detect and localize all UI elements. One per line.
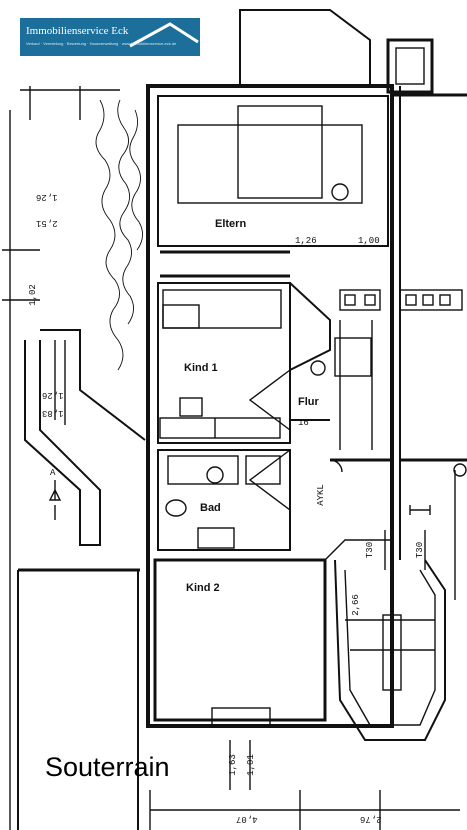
direction-label: A [50, 468, 56, 478]
dimension-label: 16 [298, 418, 309, 428]
eltern-room [157, 95, 389, 247]
room-label-kind1: Kind 1 [184, 362, 218, 374]
room-label-bad: Bad [200, 502, 221, 514]
dimension-label: 2,76 [360, 814, 382, 824]
dimension-label: 1,83 [42, 408, 64, 418]
bad-room [157, 449, 291, 551]
staircase [334, 559, 446, 741]
room-label-eltern: Eltern [215, 218, 247, 230]
dimension-label: 4,07 [236, 814, 258, 824]
logo-company-name: Immobilienservice Eck [26, 25, 129, 37]
kind1-bed [162, 289, 282, 329]
room-label-kind2: Kind 2 [186, 582, 220, 594]
outer-wall [146, 84, 394, 728]
dimension-label: 1,26 [295, 236, 317, 246]
dimension-label: 1,26 [36, 192, 58, 202]
kind2-room [153, 558, 327, 722]
door-rating-label: T30 [415, 541, 426, 559]
door-rating-label: T30 [365, 541, 376, 559]
flur-outline [289, 282, 331, 421]
bed [237, 105, 323, 199]
dimension-label: AYKL [315, 484, 326, 506]
dimension-label: 1,02 [27, 284, 38, 306]
dimension-label: 1,63 [227, 754, 238, 776]
room-label-flur: Flur [298, 396, 319, 408]
house-roof-icon [129, 22, 199, 48]
company-logo: Immobilienservice Eck Verkauf · Vermietu… [20, 18, 200, 56]
dimension-label: 2,51 [36, 218, 58, 228]
floor-name: Souterrain [45, 752, 170, 782]
toilet [165, 499, 187, 517]
kind1-room [157, 282, 291, 444]
dimension-label: 1,01 [245, 754, 256, 776]
dimension-label: 1,26 [42, 390, 64, 400]
dimension-label: 2,66 [350, 594, 361, 616]
bathtub [167, 455, 239, 485]
logo-tagline: Verkauf · Vermietung · Bewertung · Hausv… [26, 41, 177, 46]
dimension-label: 1,00 [358, 236, 380, 246]
